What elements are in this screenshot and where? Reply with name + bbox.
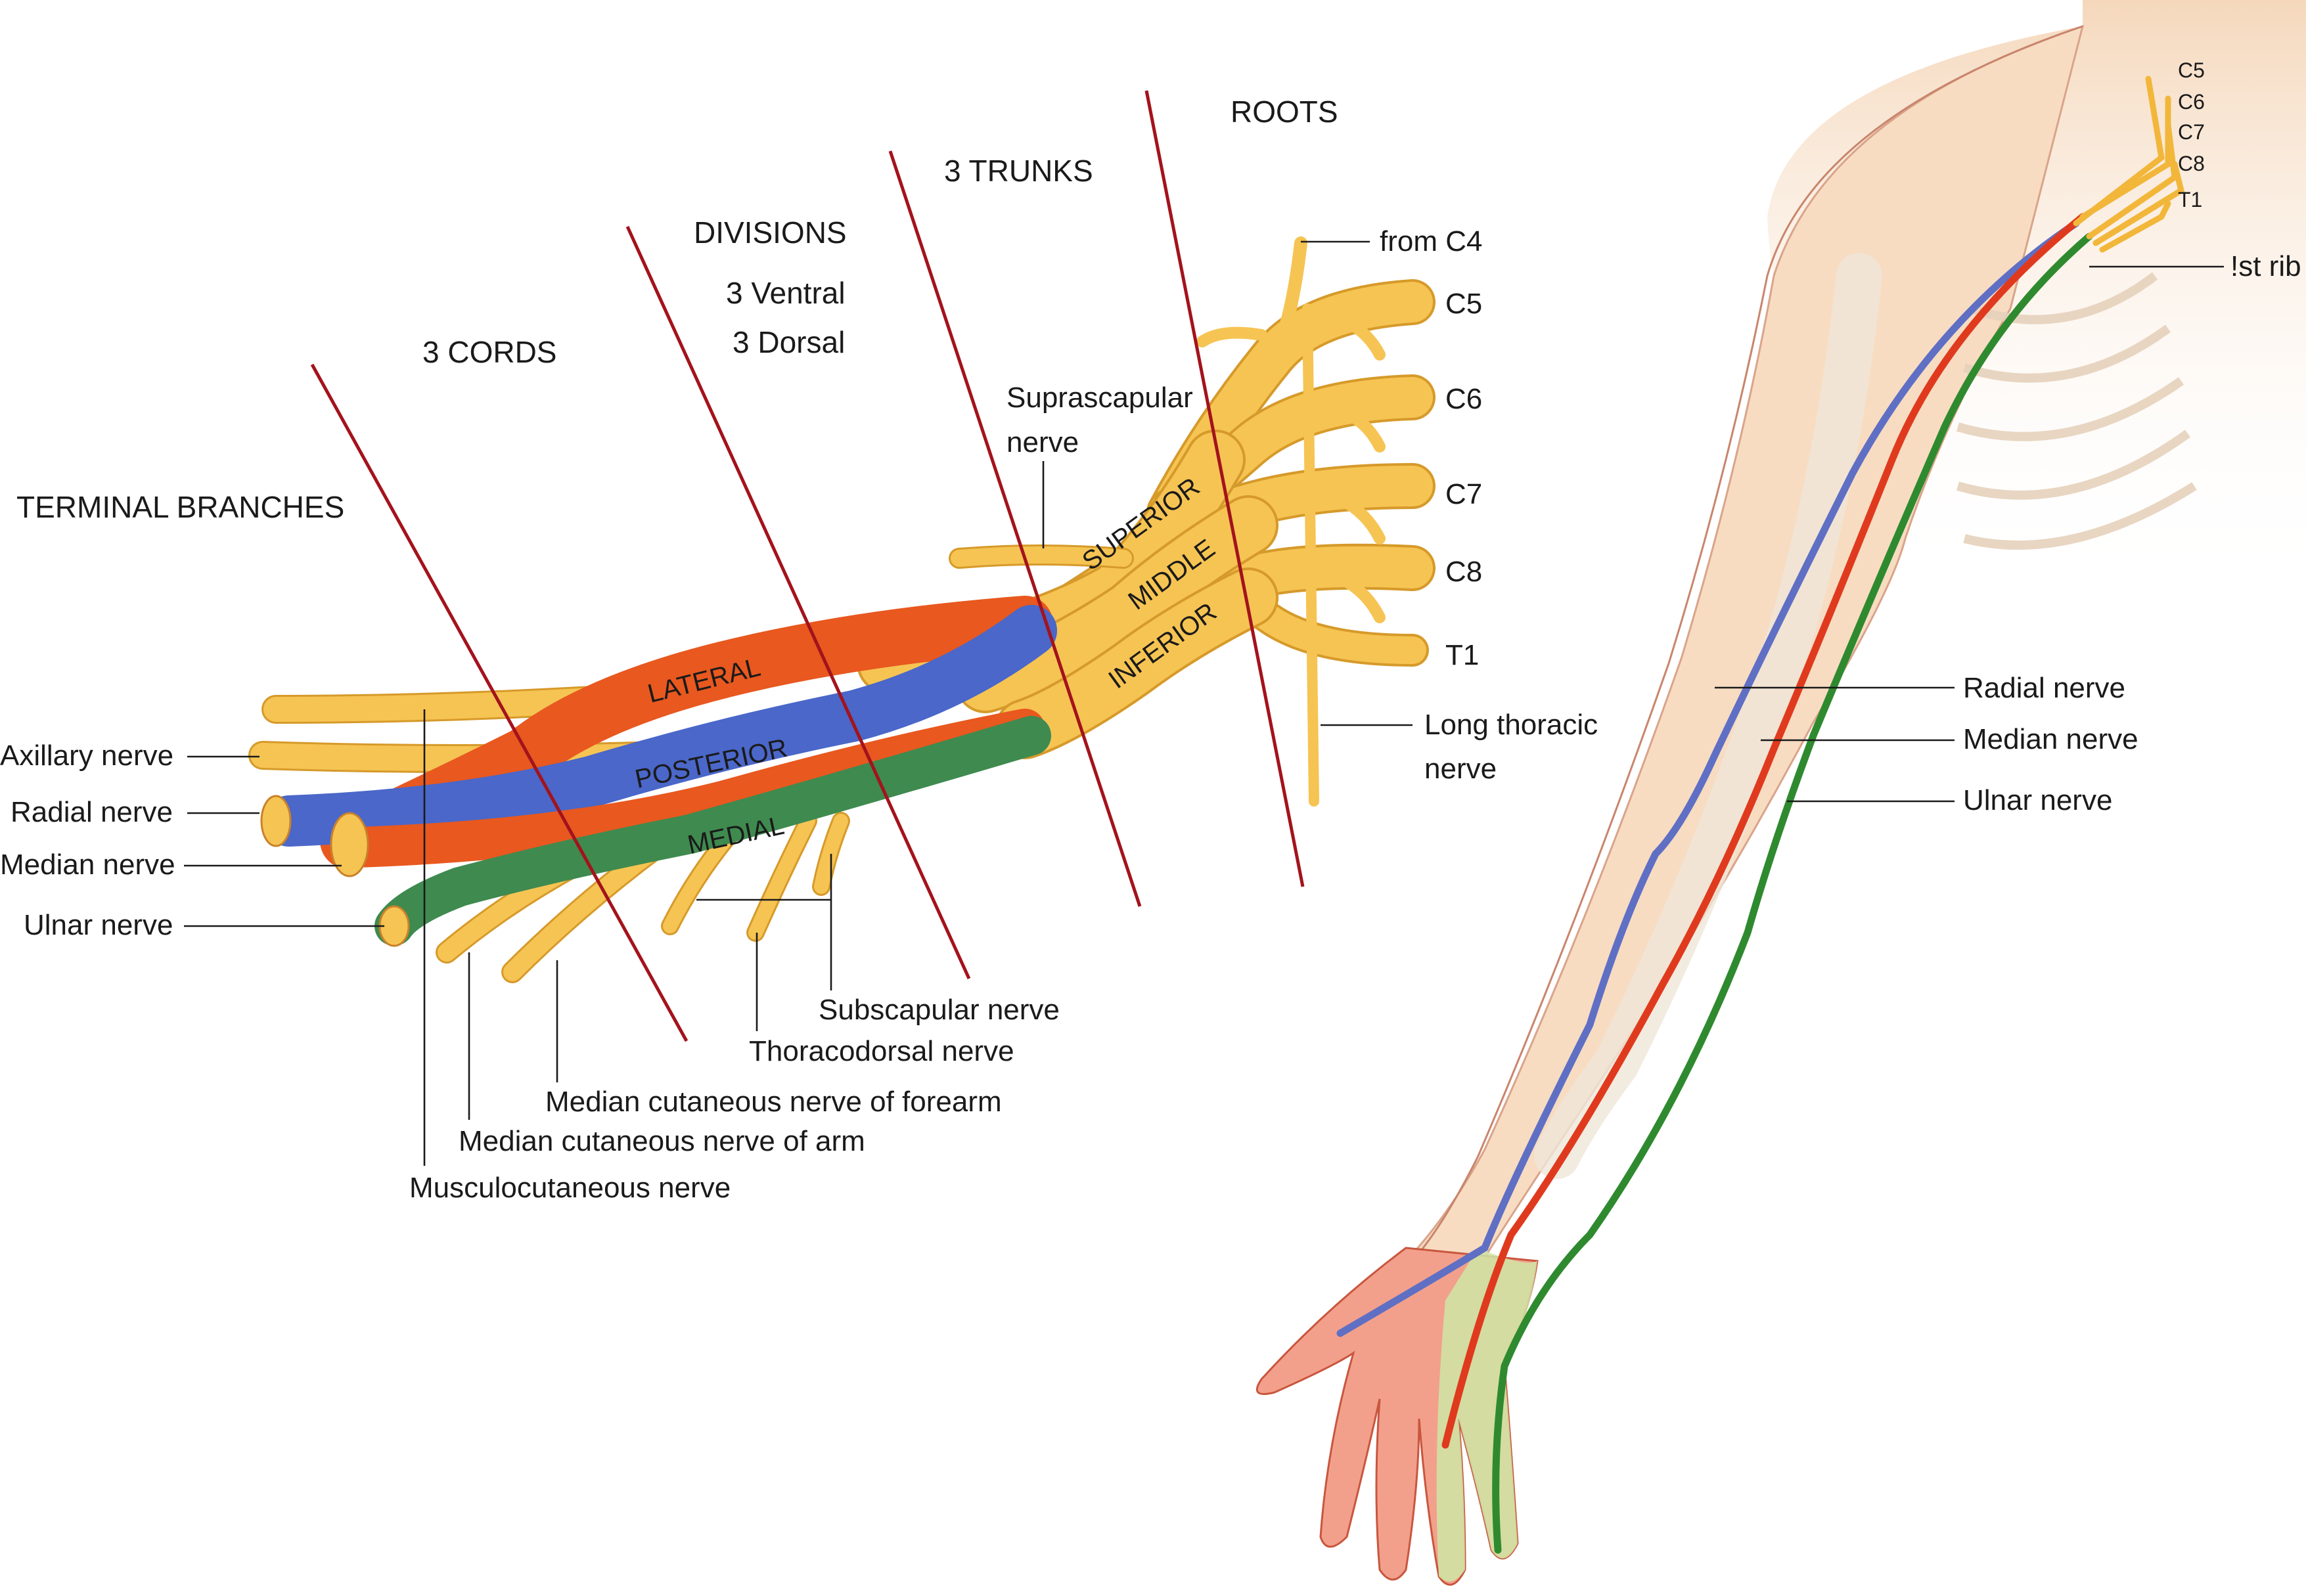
- label-musculocutaneous: Musculocutaneous nerve: [409, 1172, 731, 1204]
- label-axillary-nerve: Axillary nerve: [0, 740, 173, 772]
- arm-root-c6: C6: [2178, 90, 2205, 114]
- arm-outer-edge: [1405, 25, 2083, 1269]
- label-ulnar-nerve: Ulnar nerve: [24, 909, 173, 941]
- root-t1: T1: [1445, 639, 1479, 671]
- label-suprascapular-2: nerve: [1006, 426, 1079, 458]
- divider-cords-branches: [310, 363, 689, 1042]
- median-nerve-end: [330, 812, 369, 877]
- label-thoracodorsal: Thoracodorsal nerve: [749, 1035, 1014, 1067]
- arm-root-branches: [2073, 76, 2185, 253]
- ribs: [1956, 272, 2197, 550]
- arm-silhouette: [1397, 24, 2085, 1269]
- label-arm-radial: Radial nerve: [1963, 672, 2125, 704]
- arm-illustration: C5 C6 C7 C8 T1 !st rib Radial nerve Medi…: [1255, 0, 2306, 1586]
- radial-nerve-end: [260, 795, 292, 847]
- label-med-cut-forearm: Median cutaneous nerve of forearm: [545, 1086, 1002, 1118]
- section-cords: 3 CORDS: [422, 335, 556, 369]
- arm-root-c8: C8: [2178, 152, 2205, 175]
- arm-root-c7: C7: [2178, 120, 2205, 144]
- divider-roots-trunks: [1144, 90, 1305, 887]
- arm-radial-nerve: [1336, 219, 2080, 1337]
- arm-root-c5: C5: [2178, 58, 2205, 82]
- section-divisions: DIVISIONS: [694, 215, 847, 250]
- label-suprascapular-1: Suprascapular: [1006, 382, 1193, 414]
- section-roots: ROOTS: [1231, 95, 1338, 129]
- root-c5: C5: [1445, 288, 1482, 320]
- arm-median-nerve: [1441, 213, 2087, 1449]
- root-c8: C8: [1445, 556, 1482, 588]
- arm-ulnar-nerve: [1492, 233, 2093, 1554]
- root-from-c4: from C4: [1380, 225, 1482, 257]
- label-arm-ulnar: Ulnar nerve: [1963, 784, 2112, 816]
- section-trunks: 3 TRUNKS: [944, 154, 1093, 188]
- divider-divisions-cords: [625, 225, 971, 980]
- root-c7: C7: [1445, 478, 1482, 510]
- label-arm-median: Median nerve: [1963, 723, 2138, 755]
- plexus-diagram: LATERAL POSTERIOR MEDIAL SUPERIOR MIDDLE…: [0, 90, 1598, 1204]
- label-radial-nerve: Radial nerve: [11, 796, 173, 828]
- label-median-nerve: Median nerve: [0, 849, 175, 881]
- medial-cord: [374, 716, 1051, 946]
- label-med-cut-arm: Median cutaneous nerve of arm: [459, 1125, 865, 1157]
- label-long-thoracic-2: nerve: [1424, 753, 1497, 785]
- bone-shading: [1534, 253, 1882, 1179]
- label-long-thoracic-1: Long thoracic: [1424, 709, 1598, 741]
- arm-root-t1: T1: [2178, 188, 2202, 211]
- ulnar-hand-region: [1436, 1248, 1537, 1582]
- section-divisions-ventral: 3 Ventral: [726, 276, 846, 310]
- root-c6: C6: [1445, 383, 1482, 415]
- divider-trunks-divisions: [888, 150, 1142, 907]
- label-first-rib: !st rib: [2230, 250, 2301, 282]
- section-terminal-branches: TERMINAL BRANCHES: [16, 490, 344, 524]
- posterior-cord: [263, 605, 1057, 847]
- section-divisions-dorsal: 3 Dorsal: [733, 325, 845, 359]
- label-subscapular: Subscapular nerve: [819, 994, 1060, 1026]
